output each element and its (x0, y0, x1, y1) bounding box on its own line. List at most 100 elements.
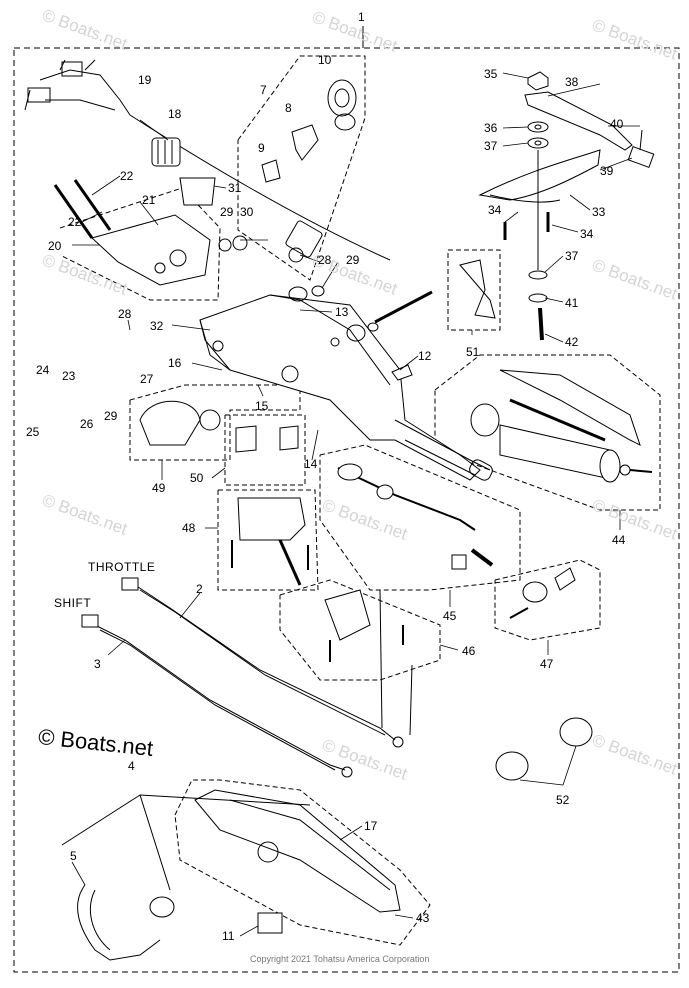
callout-43: 43 (416, 911, 430, 925)
label-shift: SHIFT (54, 596, 92, 610)
callout-44: 44 (612, 533, 626, 547)
callout-29c: 29 (104, 409, 118, 423)
callout-3: 3 (94, 657, 101, 671)
group-43-outline (174, 779, 431, 946)
switch-10 (327, 79, 357, 117)
callout-42: 42 (565, 335, 579, 349)
arc-plate-33 (478, 149, 601, 201)
callout-13: 13 (335, 305, 349, 319)
shift-cable-3 (94, 624, 346, 771)
callout-47: 47 (540, 657, 554, 671)
group-20-outline (59, 187, 221, 301)
bracket-21 (91, 214, 211, 286)
knob-52a (495, 751, 529, 781)
group-47-outline (494, 559, 601, 641)
shift-cable-end (81, 614, 99, 628)
cam-46 (324, 589, 371, 641)
part-51 (459, 259, 496, 319)
callout-15: 15 (255, 399, 269, 413)
callout-11: 11 (222, 929, 235, 943)
grip-49 (139, 400, 201, 446)
callout-26: 26 (80, 417, 94, 431)
kill-switch (149, 896, 175, 918)
callout-36: 36 (484, 121, 498, 135)
callout-9: 9 (258, 141, 265, 155)
group-51-outline (447, 249, 501, 331)
shaft-45 (337, 467, 476, 531)
callout-29a: 29 (220, 205, 234, 219)
callout-33: 33 (592, 205, 606, 219)
knob-9 (261, 159, 281, 183)
callout-14: 14 (304, 457, 318, 471)
callout-1: 1 (358, 10, 365, 24)
callout-18: 18 (168, 107, 182, 121)
callout-7: 7 (260, 83, 267, 97)
callout-28a: 28 (318, 253, 332, 267)
group-45-outline (319, 444, 521, 591)
callout-12: 12 (418, 349, 432, 363)
callout-10: 10 (318, 53, 332, 67)
callout-51: 51 (466, 345, 480, 359)
group-48-outline (217, 489, 319, 591)
callout-50: 50 (190, 471, 204, 485)
callout-38: 38 (565, 75, 579, 89)
tiller-handle-shaft (394, 419, 491, 476)
callout-30: 30 (240, 205, 254, 219)
callout-22a: 22 (120, 169, 134, 183)
callout-37b: 37 (565, 249, 579, 263)
bolt-long (374, 290, 433, 324)
callout-34b: 34 (580, 227, 594, 241)
callout-40: 40 (610, 117, 624, 131)
throttle-cable-2 (134, 584, 396, 741)
group-46-outline (279, 579, 441, 681)
nut-35 (527, 71, 549, 91)
throttle-cable-end (121, 577, 139, 591)
callout-16: 16 (168, 356, 182, 370)
part-39 (627, 146, 655, 168)
callout-48: 48 (182, 521, 196, 535)
callout-2: 2 (196, 582, 203, 596)
callout-39: 39 (600, 164, 614, 178)
copyright-text: Copyright 2021 Tohatsu America Corporati… (250, 954, 430, 964)
callout-24: 24 (36, 363, 50, 377)
callout-17: 17 (364, 819, 378, 833)
label-throttle: THROTTLE (88, 560, 156, 574)
grip-44 (499, 424, 616, 481)
callout-21: 21 (142, 193, 156, 207)
group-7-outline (237, 55, 366, 281)
assembly-border (13, 47, 680, 973)
callout-5: 5 (70, 849, 77, 863)
callout-19: 19 (138, 73, 152, 87)
callout-22b: 22 (68, 215, 82, 229)
callout-20: 20 (48, 239, 62, 253)
lanyard-5 (77, 884, 161, 961)
plate-48 (237, 497, 306, 541)
group-49-outline (129, 384, 301, 461)
callout-35: 35 (484, 67, 498, 81)
tiller-bracket (199, 294, 481, 481)
callout-52: 52 (556, 793, 570, 807)
callout-37a: 37 (484, 139, 498, 153)
callout-46: 46 (462, 644, 476, 658)
part-47 (522, 581, 548, 603)
callout-29b: 29 (346, 253, 360, 267)
callout-8: 8 (285, 101, 292, 115)
part-8 (291, 124, 319, 161)
callout-25: 25 (26, 425, 40, 439)
part-50 (235, 425, 257, 453)
washer-29a (218, 238, 232, 252)
grommet-18 (151, 137, 181, 167)
callout-34a: 34 (488, 203, 502, 217)
callout-4: 4 (128, 759, 135, 773)
callout-32: 32 (150, 319, 164, 333)
callout-31: 31 (228, 181, 242, 195)
cover-17 (194, 789, 401, 913)
callout-27: 27 (140, 372, 154, 386)
callout-41: 41 (565, 296, 579, 310)
callout-28b: 28 (118, 307, 132, 321)
callout-49: 49 (152, 481, 166, 495)
clip-31 (179, 177, 216, 206)
callout-45: 45 (443, 609, 457, 623)
switch-11 (257, 912, 283, 934)
